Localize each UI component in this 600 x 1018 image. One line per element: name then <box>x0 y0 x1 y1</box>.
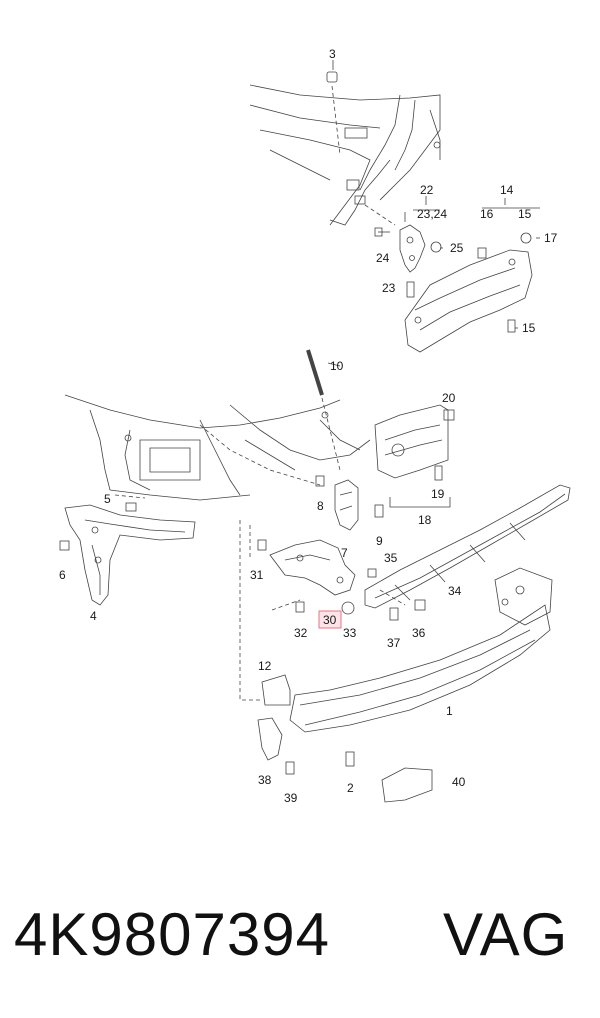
callout-15-top: 15 <box>518 207 532 221</box>
middle-body-structure <box>64 394 371 501</box>
nut-20 <box>443 409 455 421</box>
callout-22: 22 <box>420 183 434 197</box>
callout-38: 38 <box>258 773 272 787</box>
clip-39 <box>285 761 295 775</box>
callout-3: 3 <box>329 47 336 61</box>
callout-4: 4 <box>90 609 97 623</box>
callout-6: 6 <box>59 568 66 582</box>
callout-39: 39 <box>284 791 298 805</box>
callout-30: 30 <box>323 613 337 627</box>
callout-17: 17 <box>544 231 558 245</box>
callout-7: 7 <box>341 546 348 560</box>
bolt-16 <box>477 247 487 259</box>
nut-25 <box>430 241 442 253</box>
footer: 4K9807394 VAG <box>0 890 600 980</box>
parts-diagram: 3 22 14 23,24 16 15 17 25 24 23 15 10 20… <box>59 47 571 805</box>
bolt-2 <box>345 751 355 767</box>
nut-36 <box>414 599 426 611</box>
callout-25: 25 <box>450 241 464 255</box>
callout-24: 24 <box>376 251 390 265</box>
bracket-7 <box>334 479 359 531</box>
callout-10: 10 <box>330 359 344 373</box>
bolt-15 <box>507 319 516 333</box>
callout-9: 9 <box>376 534 383 548</box>
callout-34: 34 <box>448 584 462 598</box>
callout-18: 18 <box>418 513 432 527</box>
bracket-22 <box>399 224 426 273</box>
callout-33: 33 <box>343 626 357 640</box>
reinforcement-14 <box>404 249 533 353</box>
callout-40: 40 <box>452 775 466 789</box>
callout-labels: 3 22 14 23,24 16 15 17 25 24 23 15 10 20… <box>59 47 558 805</box>
callout-30-highlight <box>318 610 342 629</box>
bracket-38 <box>257 717 283 761</box>
callout-2: 2 <box>347 781 354 795</box>
callout-15-bottom: 15 <box>522 321 536 335</box>
bolt-6 <box>59 540 70 551</box>
callout-36: 36 <box>412 626 426 640</box>
callout-20: 20 <box>442 391 456 405</box>
callout-8: 8 <box>317 499 324 513</box>
bracket-40 <box>381 767 433 803</box>
clip-35 <box>367 568 377 578</box>
bolt-37 <box>389 607 399 621</box>
callout-32: 32 <box>294 626 308 640</box>
callout-1: 1 <box>446 704 453 718</box>
bumper-beam-1 <box>289 567 553 733</box>
nut-17 <box>520 232 532 244</box>
callout-35: 35 <box>384 551 398 565</box>
panel-20 <box>374 404 449 479</box>
bolt-19 <box>434 465 443 481</box>
bolt-8 <box>315 475 325 487</box>
callout-5: 5 <box>104 492 111 506</box>
rod-10 <box>306 349 324 396</box>
cover-12 <box>261 674 291 706</box>
brand-label: VAG <box>443 901 569 968</box>
bracket-4 <box>64 504 196 606</box>
callout-31: 31 <box>250 568 264 582</box>
callout-23: 23 <box>382 281 396 295</box>
bracket-31 <box>269 539 356 596</box>
energy-absorber-34 <box>364 484 571 609</box>
callout-14: 14 <box>500 183 514 197</box>
callout-19: 19 <box>431 487 445 501</box>
bolt-31 <box>257 539 267 551</box>
part-number: 4K9807394 <box>14 901 330 968</box>
upper-body-structure <box>249 84 441 226</box>
callout-16: 16 <box>480 207 494 221</box>
clip-5 <box>125 502 137 512</box>
callout-23-24: 23,24 <box>417 207 447 221</box>
nut-3 <box>326 71 338 83</box>
washer-33 <box>341 601 355 615</box>
bolt-9 <box>374 504 384 518</box>
callout-12: 12 <box>258 659 272 673</box>
bolt-23 <box>406 281 415 298</box>
bolt-32 <box>295 601 305 613</box>
callout-37: 37 <box>387 636 401 650</box>
bolt-24 <box>374 227 383 237</box>
